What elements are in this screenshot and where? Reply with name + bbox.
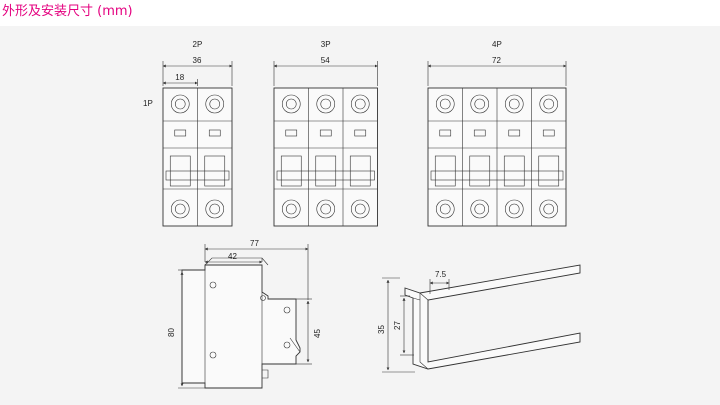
din-rail-outline [404,264,581,370]
terminal-screw-top [350,94,370,114]
breaker-3p-label: 3P [321,40,331,49]
terminal-screw-top-inner [209,98,221,110]
dim-3p-width-label: 54 [321,56,330,65]
terminal-screw-top [435,94,455,114]
breaker-2p-label: 2P [193,40,203,49]
breaker-4p-label: 4P [492,40,502,49]
page-title: 外形及安装尺寸 (mm) [2,4,133,19]
side-view [181,257,301,389]
breaker-3p-outline [273,87,378,227]
terminal-screw-bottom [205,199,225,219]
terminal-screw-bottom-inner [209,203,221,215]
indicator-window [174,129,187,137]
breaker-front-views: 36 2P 18 54 3P 72 4P [162,40,567,227]
terminal-screw-top [539,94,559,114]
side-view-clip [262,369,269,379]
din-rail-back-fold [412,297,421,301]
terminal-screw-bottom-inner [439,203,451,215]
side-view-latch [289,337,301,353]
terminal-screw-top-inner [543,98,555,110]
din-rail-inner-edge [419,293,429,370]
terminal-screw-top-inner [354,98,366,110]
dim-45-label: 45 [313,329,322,338]
terminal-screw-bottom [281,199,301,219]
side-view-hole-upper-right [283,306,291,314]
terminal-screw-top [470,94,490,114]
dim-35-label: 35 [377,325,386,334]
terminal-screw-bottom-inner [320,203,332,215]
dim-2p-width-label: 36 [193,56,202,65]
terminal-screw-top-inner [474,98,486,110]
terminal-screw-top-inner [508,98,520,110]
dim-7-5-label: 7.5 [435,270,447,279]
terminal-screw-bottom-inner [174,203,186,215]
terminal-screw-top-inner [439,98,451,110]
side-view-hole-lower-right [283,341,291,349]
side-view-hole-top [209,281,217,289]
terminal-screw-top [316,94,336,114]
terminal-screw-top-inner [320,98,332,110]
side-view-hole-mid [260,295,266,301]
terminal-screw-bottom-inner [474,203,486,215]
breaker-3p-handle-bar [276,170,375,181]
dim-80-label: 80 [167,328,176,337]
indicator-window [208,129,221,137]
indicator-window [285,129,298,137]
terminal-screw-bottom-inner [285,203,297,215]
indicator-window [354,129,367,137]
side-view-hole-bottom [209,351,217,359]
dim-4p-width-label: 72 [492,56,501,65]
dim-77-label: 77 [250,239,259,248]
indicator-window [439,129,452,137]
terminal-screw-bottom [504,199,524,219]
indicator-window [508,129,521,137]
label-1p: 1P [143,99,153,108]
terminal-screw-bottom [170,199,190,219]
terminal-screw-top [205,94,225,114]
dim-42-label: 42 [228,252,237,261]
indicator-window [473,129,486,137]
terminal-screw-top [170,94,190,114]
indicator-window [542,129,555,137]
breaker-4p-handle-bar [430,170,564,181]
din-rail [404,264,581,370]
breaker-2p-handle-bar [165,170,230,181]
dim-2p-half-label: 18 [175,73,184,82]
terminal-screw-top [281,94,301,114]
terminal-screw-bottom [350,199,370,219]
terminal-screw-bottom [539,199,559,219]
terminal-screw-bottom [316,199,336,219]
terminal-screw-top [504,94,524,114]
side-view-outline [181,264,301,389]
terminal-screw-bottom-inner [543,203,555,215]
din-rail-top-fold [419,292,429,301]
dim-27-label: 27 [393,321,402,330]
terminal-screw-top-inner [174,98,186,110]
indicator-window [319,129,332,137]
terminal-screw-bottom-inner [508,203,520,215]
terminal-screw-top-inner [285,98,297,110]
terminal-screw-bottom [470,199,490,219]
terminal-screw-bottom [435,199,455,219]
terminal-screw-bottom-inner [354,203,366,215]
